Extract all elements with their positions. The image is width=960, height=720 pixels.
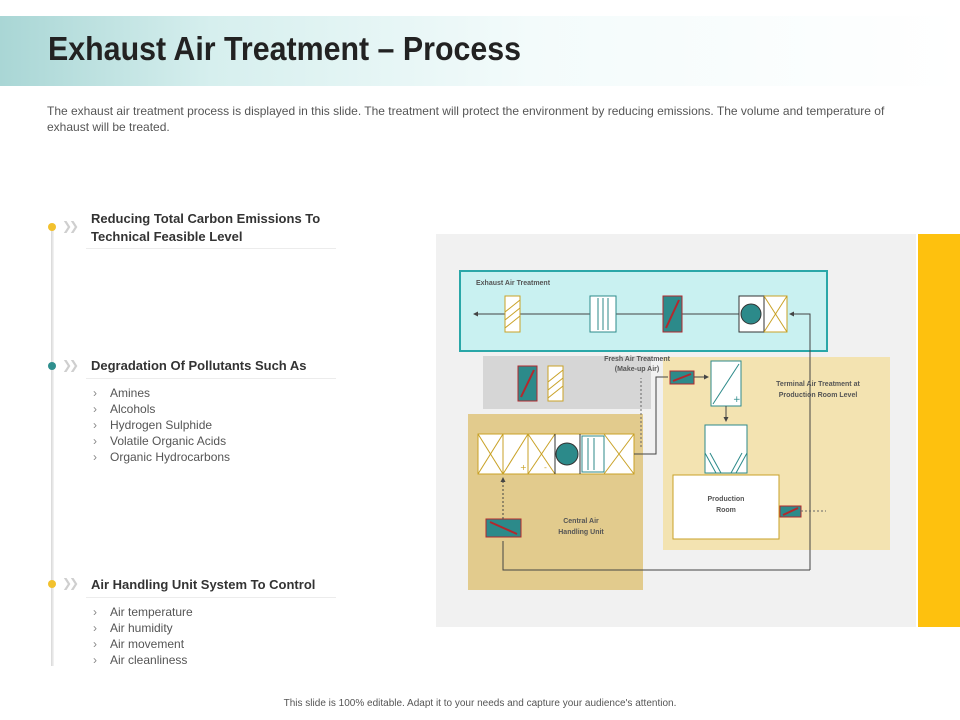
ahu-to-terminal-line xyxy=(634,376,668,455)
production-room-label-line1: Production xyxy=(708,496,745,503)
point-2-title-line1: Degradation Of Pollutants Such As xyxy=(91,358,307,373)
title-band xyxy=(0,16,960,86)
list-item: ›Air humidity xyxy=(93,621,173,635)
point-1-title-line1: Reducing Total Carbon Emissions To xyxy=(91,211,321,226)
return-to-exhaust-line xyxy=(789,311,811,570)
list-item: ›Alcohols xyxy=(93,402,156,416)
divider xyxy=(86,248,336,249)
list-item: ›Hydrogen Sulphide xyxy=(93,418,213,432)
point-1-title: Reducing Total Carbon Emissions To Techn… xyxy=(91,210,336,246)
heat-exchanger-icon xyxy=(589,295,617,333)
point-3-title: Air Handling Unit System To Control xyxy=(91,576,336,594)
fresh-air-region xyxy=(483,356,651,409)
timeline-line xyxy=(51,226,54,666)
slide-description: The exhaust air treatment process is dis… xyxy=(47,104,885,134)
central-ahu-unit: + - xyxy=(477,433,635,475)
timeline-dot-2 xyxy=(48,362,56,370)
chevron-icon: ❯❯ xyxy=(62,576,79,590)
list-item: ›Air temperature xyxy=(93,605,193,619)
divider xyxy=(86,597,336,598)
list-item: ›Air cleanliness xyxy=(93,653,188,667)
ahu-inlet-damper-icon xyxy=(485,518,522,538)
footer-note: This slide is 100% editable. Adapt it to… xyxy=(283,698,677,709)
fresh-air-label-line2: (Make-up Air) xyxy=(615,366,659,373)
terminal-label-line2: Production Room Level xyxy=(779,392,858,399)
point-3-title-line1: Air Handling Unit System To Control xyxy=(91,577,316,592)
pollutant-list: ›Amines ›Alcohols ›Hydrogen Sulphide ›Vo… xyxy=(93,385,230,465)
exhaust-treatment-label: Exhaust Air Treatment xyxy=(476,280,551,287)
timeline-dot-3 xyxy=(48,580,56,588)
chevron-icon: ❯❯ xyxy=(62,219,79,233)
terminal-label-line1: Terminal Air Treatment at xyxy=(776,381,860,388)
divider xyxy=(86,378,336,379)
hatched-filter-icon xyxy=(504,295,521,333)
heater-plus-sign: + xyxy=(733,395,741,405)
control-list: ›Air temperature ›Air humidity ›Air move… xyxy=(93,604,193,668)
ahu-plus-sign: + xyxy=(520,463,527,472)
fresh-air-label-line1: Fresh Air Treatment xyxy=(604,356,671,363)
central-ahu-label-line1: Central Air xyxy=(563,518,599,525)
production-room-box xyxy=(672,474,780,540)
central-ahu-label-line2: Handling Unit xyxy=(558,529,604,536)
timeline-dot-1 xyxy=(48,223,56,231)
point-1-title-line2: Technical Feasible Level xyxy=(91,229,243,244)
production-room-label-line2: Room xyxy=(716,507,736,514)
room-exhaust-damper-icon xyxy=(779,505,802,518)
list-item: ›Organic Hydrocarbons xyxy=(93,450,231,464)
exhaust-fan-icon xyxy=(738,295,788,333)
ahu-minus-sign: - xyxy=(544,463,547,472)
chevron-icon: ❯❯ xyxy=(62,358,79,372)
terminal-heater-icon: + xyxy=(710,360,742,407)
slide-title: Exhaust Air Treatment – Process xyxy=(48,30,522,67)
point-2-title: Degradation Of Pollutants Such As xyxy=(91,357,336,375)
list-item: ›Volatile Organic Acids xyxy=(93,434,227,448)
accent-bar xyxy=(918,234,960,627)
fresh-air-damper-icon xyxy=(517,365,538,402)
terminal-damper-icon xyxy=(669,370,695,385)
return-air-line xyxy=(502,541,810,571)
air-diffuser-icon xyxy=(704,424,748,474)
list-item: ›Amines xyxy=(93,386,151,400)
list-item: ›Air movement xyxy=(93,637,185,651)
fresh-air-filter-icon xyxy=(547,365,564,402)
damper-icon xyxy=(662,295,683,333)
